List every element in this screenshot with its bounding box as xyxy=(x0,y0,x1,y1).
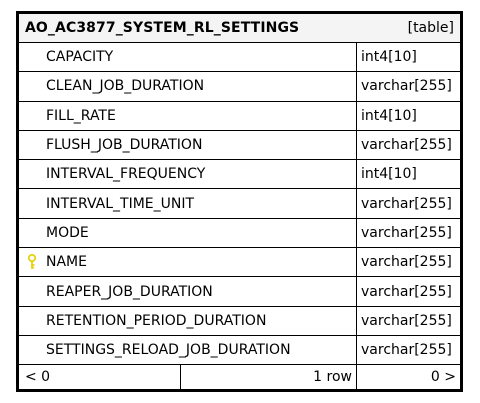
column-name: FILL_RATE xyxy=(46,107,116,124)
column-type: varchar[255] xyxy=(361,224,452,241)
column-name: REAPER_JOB_DURATION xyxy=(46,283,213,300)
column-name: INTERVAL_FREQUENCY xyxy=(46,166,206,183)
column-name-cell: INTERVAL_FREQUENCY xyxy=(19,160,357,189)
column-type: int4[10] xyxy=(361,49,417,66)
table-kind: [table] xyxy=(407,20,454,36)
table-header: AO_AC3877_SYSTEM_RL_SETTINGS [table] xyxy=(19,14,460,43)
footer-row-count: 1 row xyxy=(181,365,357,390)
column-row: MODE varchar[255] xyxy=(19,218,460,249)
column-row: RETENTION_PERIOD_DURATION varchar[255] xyxy=(19,306,460,336)
column-type: int4[10] xyxy=(361,107,417,124)
column-name: NAME xyxy=(46,254,87,271)
column-name: INTERVAL_TIME_UNIT xyxy=(46,195,195,212)
column-row: FILL_RATE int4[10] xyxy=(19,101,460,131)
column-name-cell: CLEAN_JOB_DURATION xyxy=(19,72,357,101)
column-type: varchar[255] xyxy=(361,254,452,271)
key-icon xyxy=(27,254,37,270)
column-row: INTERVAL_TIME_UNIT varchar[255] xyxy=(19,189,460,219)
column-name-cell: SETTINGS_RELOAD_JOB_DURATION xyxy=(19,335,357,365)
column-name-cell: NAME xyxy=(19,248,357,277)
table-entity: AO_AC3877_SYSTEM_RL_SETTINGS [table] CAP… xyxy=(16,11,463,393)
column-name-cell: REAPER_JOB_DURATION xyxy=(19,277,357,306)
column-row: FLUSH_JOB_DURATION varchar[255] xyxy=(19,130,460,161)
column-type: varchar[255] xyxy=(361,78,452,95)
column-row: CAPACITY int4[10] xyxy=(19,43,460,73)
column-name-cell: FILL_RATE xyxy=(19,101,357,130)
table-footer: < 0 1 row 0 > xyxy=(19,365,460,390)
column-type: varchar[255] xyxy=(361,195,452,212)
column-name-cell: INTERVAL_TIME_UNIT xyxy=(19,189,357,218)
column-name: RETENTION_PERIOD_DURATION xyxy=(46,312,267,329)
column-type: varchar[255] xyxy=(361,283,452,300)
column-name-cell: CAPACITY xyxy=(19,43,357,72)
column-name: CAPACITY xyxy=(46,49,114,66)
column-row: REAPER_JOB_DURATION varchar[255] xyxy=(19,277,460,307)
footer-next: 0 > xyxy=(430,369,456,386)
column-type: varchar[255] xyxy=(361,137,452,154)
table-name: AO_AC3877_SYSTEM_RL_SETTINGS xyxy=(25,20,300,36)
column-row: INTERVAL_FREQUENCY int4[10] xyxy=(19,160,460,190)
column-name: FLUSH_JOB_DURATION xyxy=(46,137,203,154)
column-row: NAME varchar[255] xyxy=(19,248,460,278)
column-name-cell: MODE xyxy=(19,218,357,248)
column-type: varchar[255] xyxy=(361,342,452,359)
column-name: SETTINGS_RELOAD_JOB_DURATION xyxy=(46,342,291,359)
footer-prev: < 0 xyxy=(19,365,181,390)
column-name-cell: FLUSH_JOB_DURATION xyxy=(19,130,357,160)
column-row: CLEAN_JOB_DURATION varchar[255] xyxy=(19,72,460,102)
column-name-cell: RETENTION_PERIOD_DURATION xyxy=(19,306,357,335)
column-type: int4[10] xyxy=(361,166,417,183)
column-row: SETTINGS_RELOAD_JOB_DURATION varchar[255] xyxy=(19,335,460,366)
column-type: varchar[255] xyxy=(361,312,452,329)
column-name: MODE xyxy=(46,224,89,241)
column-name: CLEAN_JOB_DURATION xyxy=(46,78,205,95)
